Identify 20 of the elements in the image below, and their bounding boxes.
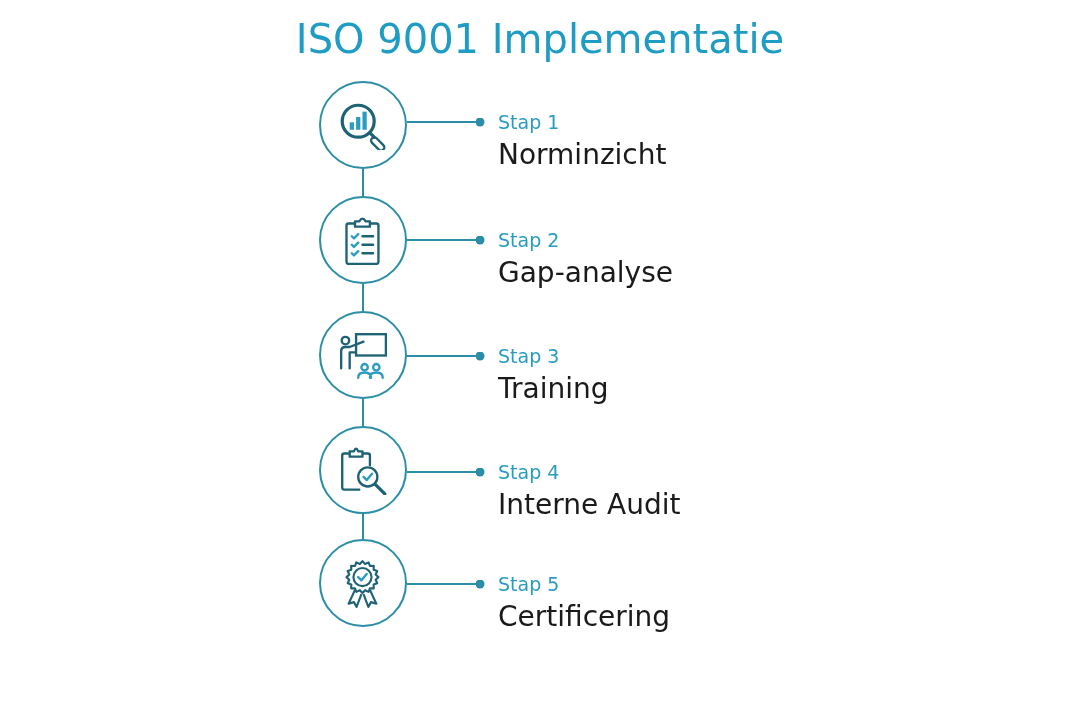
step-number: Stap 2 xyxy=(498,228,560,252)
step-number: Stap 4 xyxy=(498,460,560,484)
step-number: Stap 5 xyxy=(498,572,560,596)
connector-line xyxy=(362,513,364,540)
connector-line xyxy=(362,168,364,197)
connector-line xyxy=(362,283,364,312)
step-title: Norminzicht xyxy=(498,137,667,173)
step-number: Stap 1 xyxy=(498,110,560,134)
leader-line xyxy=(406,235,485,245)
step-title: Gap-analyse xyxy=(498,255,673,291)
step-number: Stap 3 xyxy=(498,344,560,368)
step-title: Interne Audit xyxy=(498,487,681,523)
title: ISO 9001 Implementatie xyxy=(295,15,785,64)
leader-line xyxy=(405,467,485,477)
leader-line xyxy=(405,117,485,127)
step-title: Training xyxy=(498,371,609,407)
leader-line xyxy=(406,351,485,361)
connector-line xyxy=(362,398,364,427)
step-title: Certificering xyxy=(498,599,671,635)
leader-line xyxy=(406,579,485,589)
